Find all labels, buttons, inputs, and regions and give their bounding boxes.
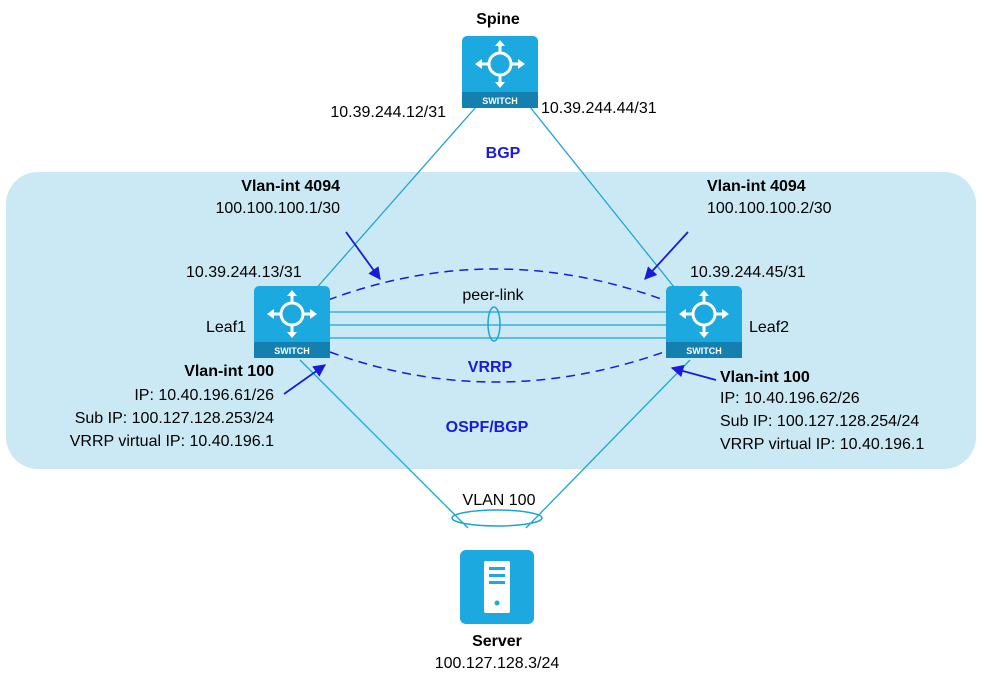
- server-ip: 100.127.128.3/24: [435, 655, 560, 672]
- bgp-label: BGP: [486, 145, 521, 162]
- vlan4094-dashed-arc: [327, 268, 665, 301]
- leaf2-vlan100-ip: IP: 10.40.196.62/26: [720, 390, 860, 407]
- peer-link-aggregation-ring: [487, 306, 501, 342]
- leaf2-server-link: [525, 359, 691, 529]
- spine-name: Spine: [476, 11, 520, 28]
- server[interactable]: [460, 550, 534, 624]
- leaf1-uplink-ip: 10.39.244.13/31: [186, 264, 302, 281]
- leaf1-server-link: [299, 359, 469, 529]
- spine-ip-right: 10.39.244.44/31: [541, 100, 657, 117]
- leaf1-vlan4094-arrow: [345, 231, 381, 281]
- peer-link-label: peer-link: [462, 287, 524, 304]
- leaf2-switch[interactable]: SWITCH: [664, 284, 744, 360]
- leaf1-switch[interactable]: SWITCH: [252, 284, 332, 360]
- vrrp-dashed-arc: [329, 351, 665, 383]
- vlan100-aggregation-ring: [451, 509, 543, 527]
- switch-icon-label: SWITCH: [686, 346, 722, 356]
- ospf-bgp-zone: [6, 172, 976, 469]
- switch-icon-label: SWITCH: [274, 346, 310, 356]
- leaf2-vlan100-title: Vlan-int 100: [720, 369, 810, 386]
- leaf2-vlan4094-ip: 100.100.100.2/30: [707, 200, 832, 217]
- spine-ip-left: 10.39.244.12/31: [330, 104, 446, 121]
- leaf2-name: Leaf2: [749, 319, 789, 336]
- leaf1-vlan100-title: Vlan-int 100: [184, 363, 274, 380]
- switch-icon-label: SWITCH: [482, 96, 518, 106]
- leaf2-vlan100-sub-ip: Sub IP: 100.127.128.254/24: [720, 413, 919, 430]
- leaf1-vlan4094-ip: 100.100.100.1/30: [215, 200, 340, 217]
- leaf1-vlan100-ip: IP: 10.40.196.61/26: [134, 387, 274, 404]
- leaf1-vlan100-arrow: [283, 364, 327, 395]
- leaf1-vlan4094-title: Vlan-int 4094: [241, 178, 340, 195]
- vlan100-label: VLAN 100: [463, 492, 536, 509]
- vrrp-label: VRRP: [468, 359, 513, 376]
- server-name: Server: [472, 633, 522, 650]
- leaf1-vlan100-sub-ip: Sub IP: 100.127.128.253/24: [75, 410, 274, 427]
- leaf2-vlan4094-title: Vlan-int 4094: [707, 178, 806, 195]
- leaf2-vlan100-vrrp-ip: VRRP virtual IP: 10.40.196.1: [720, 436, 924, 453]
- leaf1-vlan100-vrrp-ip: VRRP virtual IP: 10.40.196.1: [70, 433, 274, 450]
- spine-leaf1-link: [312, 106, 477, 293]
- spine-leaf2-link: [529, 106, 679, 293]
- peer-link-bundle: [330, 306, 668, 342]
- spine-switch[interactable]: SWITCH: [460, 34, 540, 110]
- leaf2-uplink-ip: 10.39.244.45/31: [690, 264, 806, 281]
- leaf1-name: Leaf1: [206, 319, 246, 336]
- leaf2-vlan100-arrow: [670, 364, 717, 381]
- ospf-bgp-label: OSPF/BGP: [446, 419, 529, 436]
- leaf2-vlan4094-arrow: [644, 231, 689, 280]
